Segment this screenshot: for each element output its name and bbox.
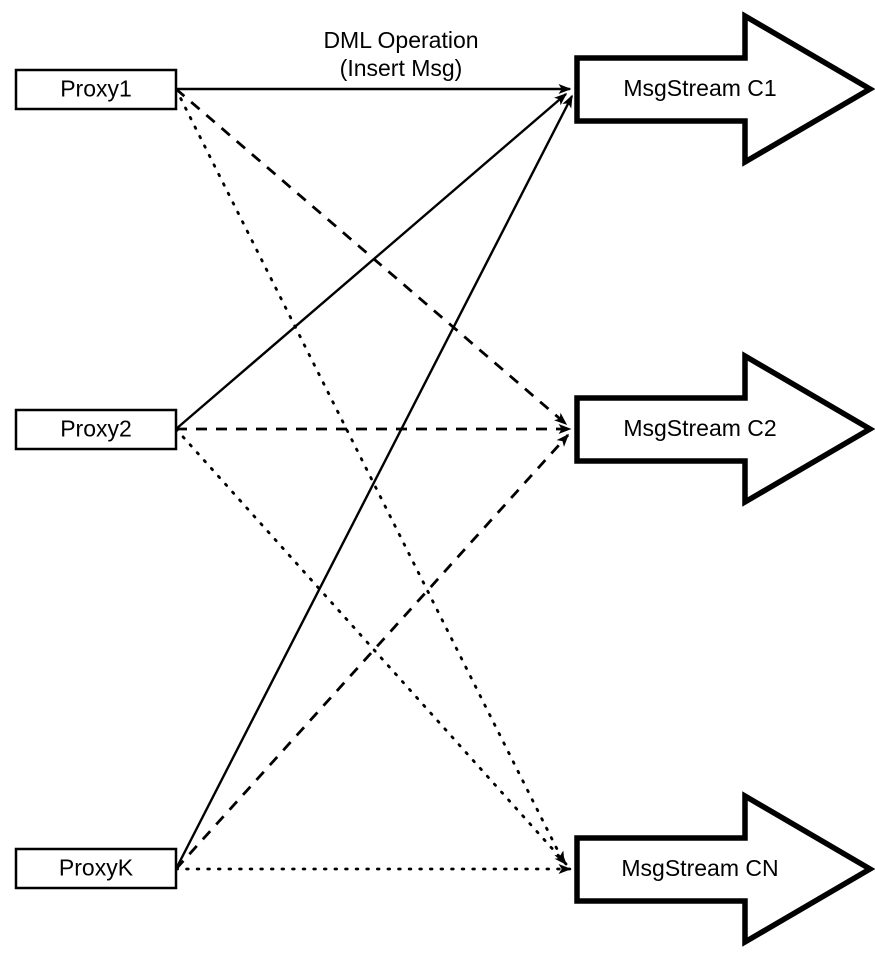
connection-proxyk-to-stream-c2 xyxy=(174,433,570,870)
proxy-node-proxy2[interactable]: Proxy2 xyxy=(14,408,178,451)
connection-layer xyxy=(174,84,574,874)
connection-proxy2-to-stream-c1 xyxy=(175,93,568,430)
connection-proxy1-to-stream-cn xyxy=(174,87,566,865)
proxy1-box[interactable] xyxy=(14,68,178,111)
stream-c2-label: MsgStream C2 xyxy=(623,415,776,441)
proxy2-box[interactable] xyxy=(14,408,178,451)
stream-node-c1[interactable]: MsgStream C1 xyxy=(574,11,875,167)
connection-proxy2-to-stream-cn xyxy=(174,427,568,866)
stream-node-cn[interactable]: MsgStream CN xyxy=(574,791,875,947)
stream-c1-block-arrow-icon[interactable] xyxy=(574,11,875,167)
dml-operation-label-line2: (Insert Msg) xyxy=(340,55,463,81)
dml-operation-label-line1: DML Operation xyxy=(323,27,478,53)
proxyk-label: ProxyK xyxy=(59,855,134,881)
proxy1-label: Proxy1 xyxy=(60,76,132,102)
stream-c1-label: MsgStream C1 xyxy=(623,75,776,101)
proxy-node-proxy1[interactable]: Proxy1 xyxy=(14,68,178,111)
dml-operation-annotation: DML Operation (Insert Msg) xyxy=(323,27,478,81)
connection-proxyk-to-stream-c1 xyxy=(174,94,574,870)
proxy-node-proxyk[interactable]: ProxyK xyxy=(14,847,178,890)
stream-node-c2[interactable]: MsgStream C2 xyxy=(574,351,875,507)
stream-c2-block-arrow-icon[interactable] xyxy=(574,351,875,507)
proxyk-box[interactable] xyxy=(14,847,178,890)
stream-cn-label: MsgStream CN xyxy=(621,855,778,881)
connection-proxy1-to-stream-c2 xyxy=(175,87,568,426)
proxy2-label: Proxy2 xyxy=(60,416,132,442)
stream-cn-block-arrow-icon[interactable] xyxy=(574,791,875,947)
